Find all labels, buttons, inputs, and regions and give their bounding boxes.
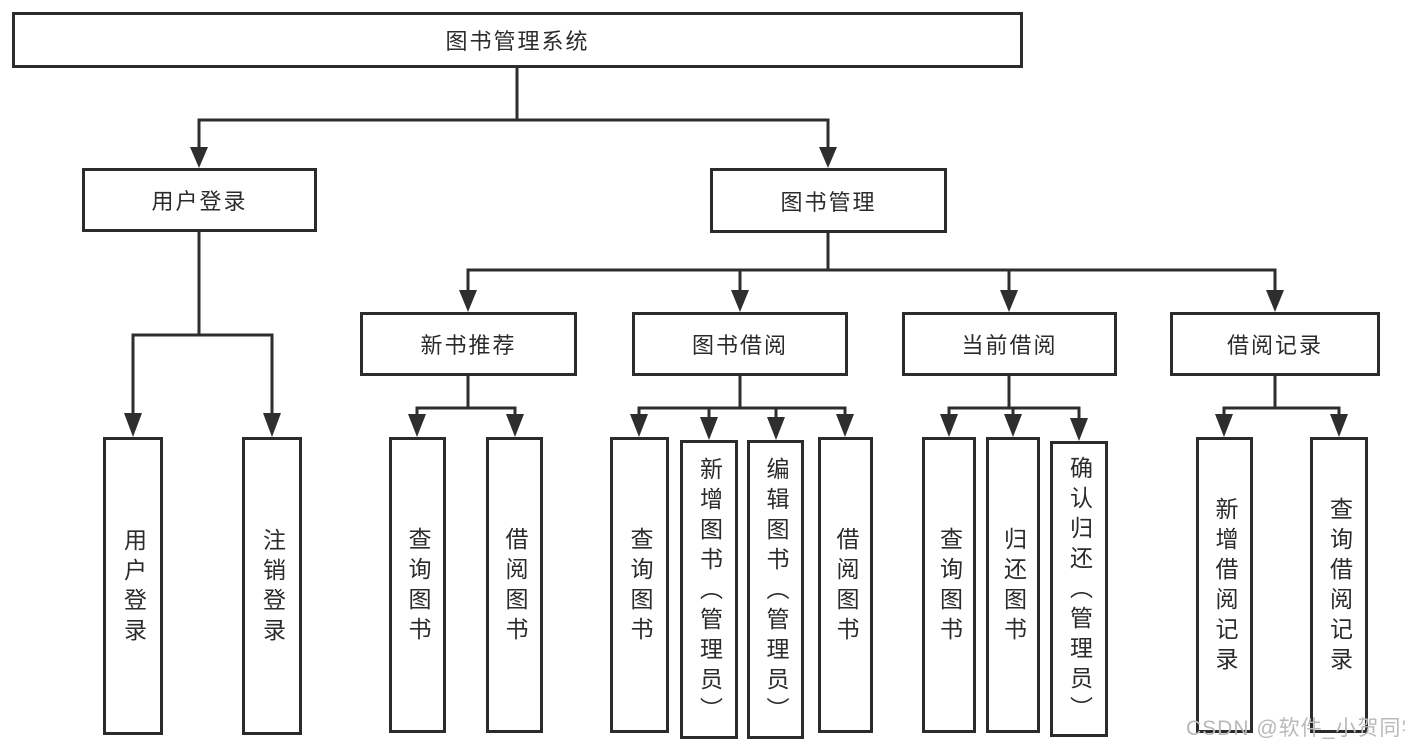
connector-book-management-to-level3 [459,233,1284,312]
node-label: 查询图书 [627,527,653,647]
csdn-watermark: CSDN @软件_小贺同学 [1186,717,1405,740]
connector-new-book-recommendation-to-leaves [408,376,524,437]
node-label: 编辑图书（管理员） [763,456,789,727]
leaf-confirm-return-admin: 确认归还（管理员） [1050,441,1108,737]
connector-root-to-level2 [190,68,837,168]
node-borrowing-records: 借阅记录 [1170,312,1380,376]
node-label: 查询图书 [405,527,431,647]
node-label: 图书管理系统 [445,29,590,54]
arrow-down-icon [1266,290,1284,312]
leaf-query-books-current: 查询图书 [922,437,976,733]
node-label: 查询借阅记录 [1326,497,1353,677]
node-label: 借阅记录 [1226,333,1323,358]
node-label: 查询图书 [936,527,963,647]
arrow-down-icon [940,414,958,437]
arrow-down-icon [836,414,854,437]
leaf-borrow-books-borrowing: 借阅图书 [818,437,873,733]
node-label: 借阅图书 [502,527,528,647]
node-label: 注销登录 [259,528,286,648]
connector-book-borrowing-to-leaves [630,376,854,440]
leaf-query-books-borrowing: 查询图书 [610,437,669,733]
arrow-down-icon [1215,414,1233,437]
leaf-borrow-books-recommend: 借阅图书 [486,437,543,733]
arrow-down-icon [731,290,749,312]
node-book-management: 图书管理 [710,168,947,233]
node-user-login: 用户登录 [82,168,317,232]
arrow-down-icon [408,414,426,437]
node-book-borrowing: 图书借阅 [632,312,848,376]
arrow-down-icon [124,413,142,437]
arrow-down-icon [630,414,648,437]
node-label: 当前借阅 [961,333,1058,358]
node-label: 新书推荐 [420,333,517,358]
node-label: 借阅图书 [833,527,859,647]
leaf-logout: 注销登录 [242,437,302,735]
arrow-down-icon [767,417,785,440]
arrow-down-icon [819,147,837,168]
arrow-down-icon [190,147,208,168]
leaf-query-books-recommend: 查询图书 [389,437,446,733]
node-label: 归还图书 [1000,527,1027,647]
arrow-down-icon [700,417,718,440]
leaf-query-borrow-record: 查询借阅记录 [1310,437,1368,733]
leaf-return-book: 归还图书 [986,437,1040,733]
node-new-book-recommendation: 新书推荐 [360,312,577,376]
node-label: 确认归还（管理员） [1066,456,1093,726]
node-label: 图书借阅 [691,333,788,358]
node-library-management-system: 图书管理系统 [12,12,1023,68]
leaf-edit-book-admin: 编辑图书（管理员） [747,440,804,739]
connector-borrowing-records-to-leaves [1215,376,1348,437]
leaf-add-book-admin: 新增图书（管理员） [680,440,738,739]
connector-user-login-to-leaves [124,232,281,437]
node-current-borrowing: 当前借阅 [902,312,1117,376]
arrow-down-icon [263,413,281,437]
leaf-user-login: 用户登录 [103,437,163,735]
node-label: 图书管理 [780,189,877,215]
leaf-add-borrow-record: 新增借阅记录 [1196,437,1253,733]
arrow-down-icon [459,290,477,312]
node-label: 新增图书（管理员） [696,456,723,727]
connector-current-borrowing-to-leaves [940,376,1088,441]
arrow-down-icon [506,414,524,437]
arrow-down-icon [1000,290,1018,312]
node-label: 用户登录 [120,528,147,648]
arrow-down-icon [1070,418,1088,441]
arrow-down-icon [1004,414,1022,437]
node-label: 用户登录 [151,189,248,214]
arrow-down-icon [1330,414,1348,437]
node-label: 新增借阅记录 [1212,497,1238,677]
